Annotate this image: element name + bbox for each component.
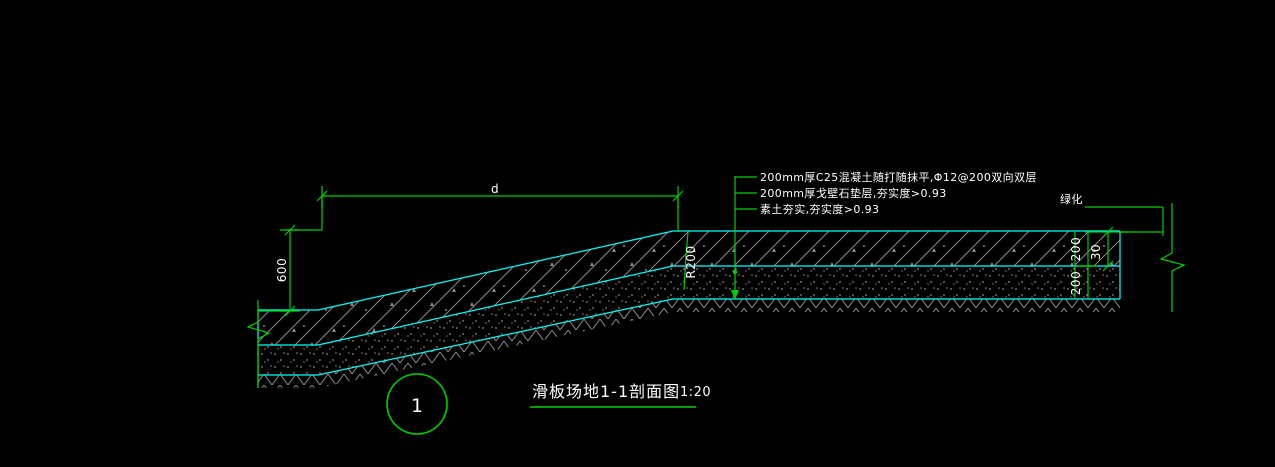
dim-label-600: 600 <box>275 258 289 282</box>
section-fills <box>258 231 1120 388</box>
base-course-fill <box>258 266 1120 375</box>
dim-30-tick-bottom <box>1102 260 1114 272</box>
radius-leader <box>683 231 689 291</box>
detail-marker-number: 1 <box>411 395 423 417</box>
center-witness-node <box>732 269 738 275</box>
note-concrete-layer: 200mm厚C25混凝土随打随抹平,Φ12@200双向双层 <box>760 170 1037 184</box>
dim-label-layer-concrete: 200 <box>1069 237 1083 261</box>
detail-marker-circle <box>386 373 448 435</box>
slab-bottom-edge <box>258 265 1120 346</box>
dimension-lines <box>246 176 1186 435</box>
drawing-scale: 1:20 <box>680 385 711 400</box>
compacted-earth-fill <box>258 299 1120 388</box>
break-line-right <box>1159 203 1186 312</box>
dim-label-radius: R200 <box>684 245 698 278</box>
label-planting: 绿化 <box>1060 192 1083 206</box>
text-labels: 200mm厚C25混凝土随打随抹平,Φ12@200双向双层 200mm厚戈壁石垫… <box>275 170 1103 417</box>
base-bottom-edge <box>258 298 1120 376</box>
section-outlines <box>257 230 1121 388</box>
note-base-layer: 200mm厚戈壁石垫层,夯实度>0.93 <box>760 186 947 200</box>
center-witness-arrow <box>731 290 739 300</box>
dim-label-d: d <box>491 182 499 196</box>
drawing-title: 滑板场地1-1剖面图 <box>532 382 680 401</box>
slab-top-edge <box>258 230 1120 311</box>
dim-label-topsoil: 30 <box>1089 244 1103 260</box>
note-subgrade-layer: 素土夯实,夯实度>0.93 <box>760 202 879 216</box>
dim-label-layer-base: 200 <box>1069 271 1083 295</box>
concrete-slab-fill <box>258 231 1120 345</box>
break-line-left <box>246 300 271 388</box>
